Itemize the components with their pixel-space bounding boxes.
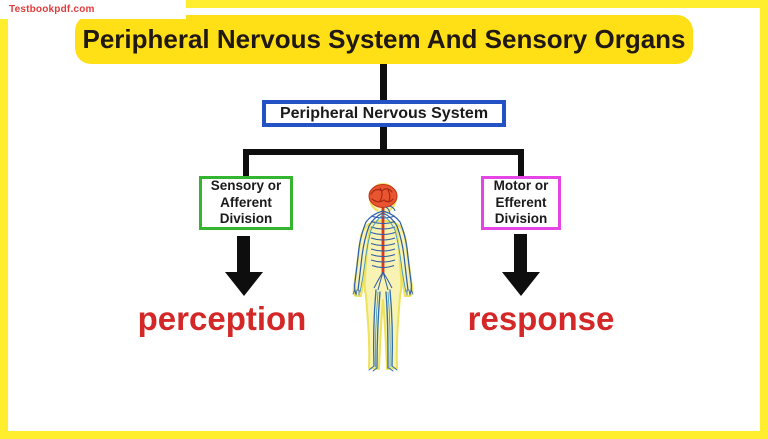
root-node-label: Peripheral Nervous System [279, 104, 489, 122]
node-motor-efferent-division: Motor or Efferent Division [481, 176, 561, 230]
connector-drop-right [518, 149, 524, 179]
sensory-line-3: Division [219, 211, 273, 227]
down-arrow-left-icon [225, 272, 263, 296]
motor-line-1: Motor or [493, 178, 549, 194]
down-arrow-left-shaft [237, 236, 250, 273]
node-sensory-afferent-division: Sensory or Afferent Division [199, 176, 293, 230]
outcome-perception: perception [137, 300, 307, 337]
page-title: Peripheral Nervous System And Sensory Or… [82, 24, 686, 54]
rib-nerves [370, 215, 396, 269]
connector-banner-to-root [380, 62, 387, 104]
sensory-line-2: Afferent [220, 194, 272, 210]
sensory-line-1: Sensory or [210, 178, 282, 194]
pelvic-nerves [373, 271, 393, 291]
arm-nerves-teal [359, 214, 407, 293]
connector-root-to-branch [380, 126, 387, 153]
arm-nerves [352, 210, 414, 296]
outcome-response: response [467, 300, 615, 337]
human-nervous-system-illustration [352, 183, 414, 372]
down-arrow-right-icon [502, 272, 540, 296]
title-banner: Peripheral Nervous System And Sensory Or… [75, 15, 693, 64]
connector-branch-horizontal [243, 149, 524, 155]
connector-drop-left [243, 149, 249, 179]
node-peripheral-nervous-system: Peripheral Nervous System [262, 100, 506, 127]
motor-line-2: Efferent [495, 194, 547, 210]
motor-line-3: Division [494, 211, 548, 227]
leg-nerves-teal [374, 291, 391, 368]
brain-shape [368, 184, 398, 215]
leg-nerves [368, 289, 398, 372]
spinal-cord-shape [381, 208, 385, 274]
watermark-label: Testbookpdf.com [0, 0, 186, 19]
down-arrow-right-shaft [514, 234, 527, 273]
